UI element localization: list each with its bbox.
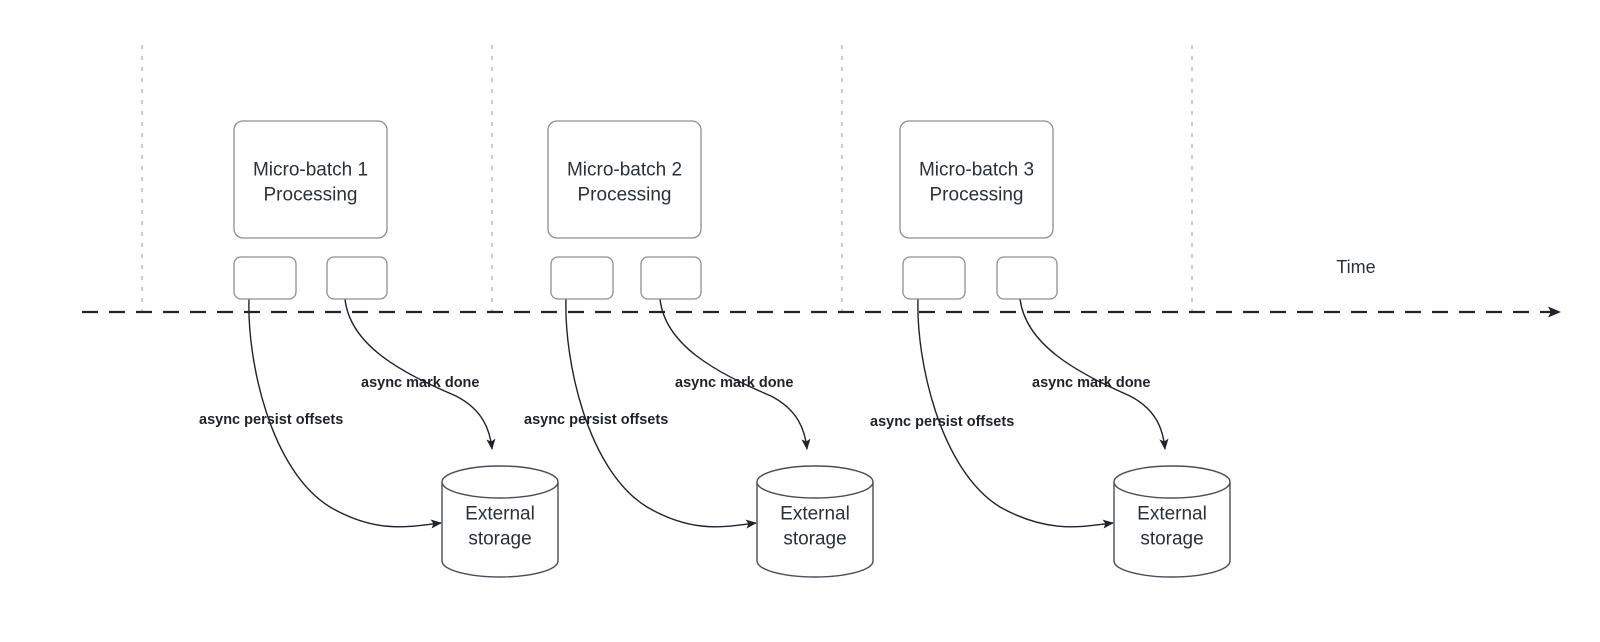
persist-label-1: async persist offsets xyxy=(199,412,343,428)
mark-done-arrow-3 xyxy=(1019,298,1169,450)
storage-label-line1-3: External xyxy=(1137,504,1207,525)
markdone-label-1: async mark done xyxy=(361,375,479,391)
persist-offsets-arrow-1 xyxy=(248,298,442,529)
mark-done-arrow-2 xyxy=(659,298,811,450)
micro-batch-box-2[interactable] xyxy=(547,120,702,239)
storage-label-line2-3: storage xyxy=(1140,529,1203,550)
persist-trigger-3-box[interactable] xyxy=(902,256,966,300)
markdone-trigger-1-box[interactable] xyxy=(326,256,388,300)
persist-trigger-2-box[interactable] xyxy=(550,256,614,300)
storage-cylinder-body-3 xyxy=(1113,482,1231,578)
time-axis: Time xyxy=(82,257,1561,318)
storage-cylinder-body-2 xyxy=(756,482,874,578)
markdone-trigger-2-box[interactable] xyxy=(640,256,702,300)
storage-cylinder-top-2 xyxy=(756,465,874,499)
micro-batch-label-line1-3: Micro-batch 3 xyxy=(919,160,1034,181)
persist-label-2: async persist offsets xyxy=(524,412,668,428)
persist-label-3: async persist offsets xyxy=(870,414,1014,430)
micro-batch-label-line2-2: Processing xyxy=(578,185,672,206)
timeline-tick-lines xyxy=(141,45,1193,316)
storage-label-line1-2: External xyxy=(780,504,850,525)
storage-cylinder-body-1 xyxy=(441,482,559,578)
markdone-label-2: async mark done xyxy=(675,375,793,391)
storage-cylinder-top-1 xyxy=(441,465,559,499)
persist-trigger-1-box[interactable] xyxy=(233,256,297,300)
persist-offsets-arrow-2 xyxy=(565,298,757,529)
micro-batch-label-line1-2: Micro-batch 2 xyxy=(567,160,682,181)
micro-batch-label-line1-1: Micro-batch 1 xyxy=(253,160,368,181)
storage-cylinder-top-3 xyxy=(1113,465,1231,499)
storage-label-line2-2: storage xyxy=(783,529,846,550)
storage-label-line2-1: storage xyxy=(468,529,531,550)
markdone-label-3: async mark done xyxy=(1032,375,1150,391)
micro-batch-label-line2-3: Processing xyxy=(930,185,1024,206)
micro-batch-box-1[interactable] xyxy=(233,120,388,239)
persist-offsets-arrow-3 xyxy=(917,298,1114,529)
mark-done-arrow-1 xyxy=(344,298,496,450)
micro-batch-box-3[interactable] xyxy=(899,120,1054,239)
time-axis-label: Time xyxy=(1336,257,1375,277)
storage-label-line1-1: External xyxy=(465,504,535,525)
micro-batch-label-line2-1: Processing xyxy=(264,185,358,206)
markdone-trigger-3-box[interactable] xyxy=(996,256,1058,300)
